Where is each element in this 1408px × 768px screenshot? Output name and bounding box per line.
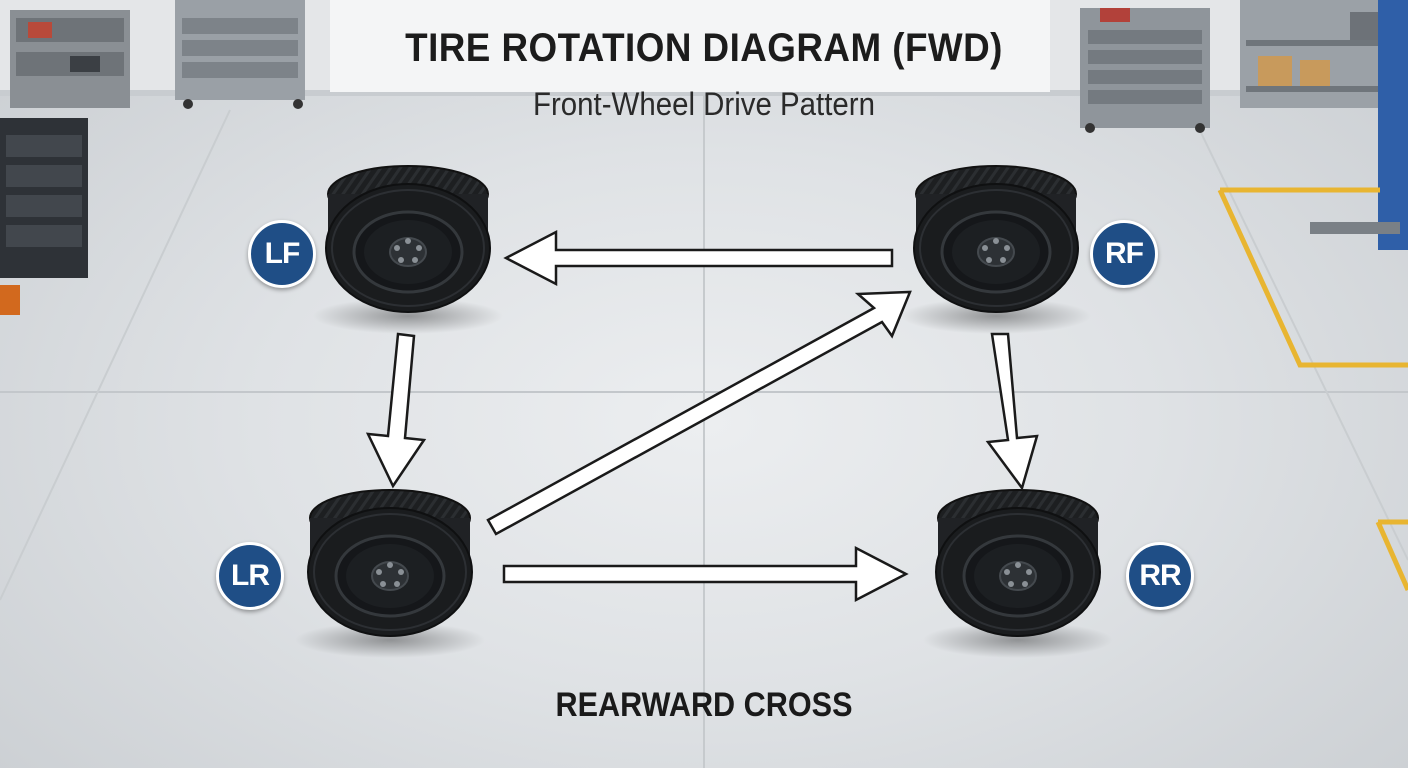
diagram-title: TIRE ROTATION DIAGRAM (FWD) xyxy=(405,26,1003,70)
arrow-lr-to-rr xyxy=(502,545,909,603)
arrow-lr-to-rf xyxy=(486,290,912,536)
arrow-rf-to-rr xyxy=(985,332,1039,491)
pattern-name: REARWARD CROSS xyxy=(555,686,853,724)
tire-rr xyxy=(921,488,1115,660)
left-shelf xyxy=(10,10,130,108)
tire-rf xyxy=(899,164,1093,336)
badge-lr: LR xyxy=(216,542,284,610)
right-tool-chest xyxy=(1080,8,1210,133)
left-rolling-cabinet xyxy=(0,118,88,315)
badge-rf: RF xyxy=(1090,220,1158,288)
tire-lf xyxy=(311,164,505,336)
tire-lr xyxy=(293,488,487,660)
badge-rr: RR xyxy=(1126,542,1194,610)
diagram-subtitle: Front-Wheel Drive Pattern xyxy=(533,86,875,122)
badge-lf: LF xyxy=(248,220,316,288)
lift-post xyxy=(1378,0,1408,250)
arrow-rf-to-lf xyxy=(503,229,894,287)
arrow-lf-to-lr xyxy=(365,332,427,489)
left-tool-chest xyxy=(175,0,305,109)
